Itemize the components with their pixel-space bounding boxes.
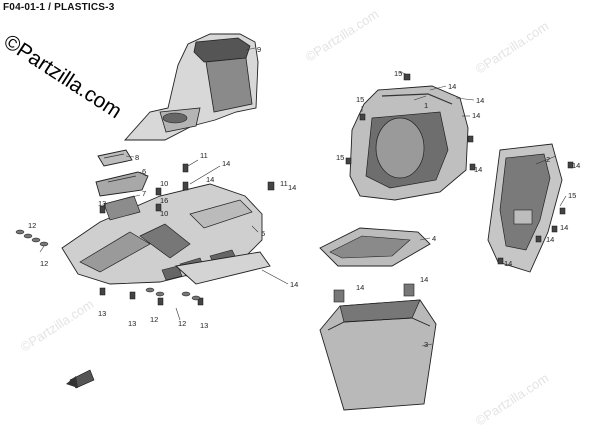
part-2-side-panel <box>487 143 563 273</box>
diagram-title: F04-01-1 / PLASTICS-3 <box>3 2 115 13</box>
fastener-stacks <box>15 229 201 301</box>
callout-14: 14 <box>560 223 568 232</box>
part-14-floor-mount <box>175 251 271 285</box>
callout-14: 14 <box>206 175 214 184</box>
callout-15: 15 <box>336 153 344 162</box>
callout-14: 14 <box>420 275 428 284</box>
callout-11: 11 <box>200 151 208 160</box>
callout-7: 7 <box>142 189 146 198</box>
callout-3: 3 <box>424 340 428 349</box>
part-8-small-bracket <box>97 149 133 167</box>
callout-14: 14 <box>474 165 482 174</box>
callout-14: 14 <box>504 259 512 268</box>
callout-labels: 9 8 6 7 10 10 11 11 16 14 14 14 14 13 13… <box>28 45 580 349</box>
callout-5: 5 <box>261 229 265 238</box>
callout-13: 13 <box>98 199 106 208</box>
callout-14: 14 <box>290 280 298 289</box>
callout-15: 15 <box>356 95 364 104</box>
callout-9: 9 <box>257 45 261 54</box>
callout-14: 14 <box>572 161 580 170</box>
callout-12: 12 <box>28 221 36 230</box>
part-4-tray-lid <box>319 227 431 267</box>
callout-15: 15 <box>568 191 576 200</box>
callout-2: 2 <box>546 155 550 164</box>
callout-6: 6 <box>142 167 146 176</box>
part-1-rear-panel <box>349 85 469 201</box>
part-9-upper-cover <box>123 33 259 141</box>
callout-13: 13 <box>200 321 208 330</box>
callout-8: 8 <box>135 153 139 162</box>
callout-12: 12 <box>40 259 48 268</box>
callout-16: 16 <box>160 196 168 205</box>
part-3-storage-box <box>319 283 437 411</box>
callout-13: 13 <box>128 319 136 328</box>
callout-12: 12 <box>150 315 158 324</box>
callout-14: 14 <box>472 111 480 120</box>
callout-14: 14 <box>546 235 554 244</box>
callout-10: 10 <box>160 209 168 218</box>
callout-10: 10 <box>160 179 168 188</box>
callout-14: 14 <box>222 159 230 168</box>
callout-15: 15 <box>394 69 402 78</box>
leader-lines <box>39 47 567 347</box>
callout-14: 14 <box>288 183 296 192</box>
callout-14: 14 <box>476 96 484 105</box>
callout-13: 13 <box>98 309 106 318</box>
callout-14: 14 <box>356 283 364 292</box>
front-direction-arrow <box>66 369 95 389</box>
callout-1: 1 <box>424 101 428 110</box>
callout-11: 11 <box>280 179 288 188</box>
callout-4: 4 <box>432 234 436 243</box>
fasteners <box>99 73 574 306</box>
part-6-console-cover <box>95 171 149 197</box>
callout-14: 14 <box>448 82 456 91</box>
callout-12: 12 <box>178 319 186 328</box>
